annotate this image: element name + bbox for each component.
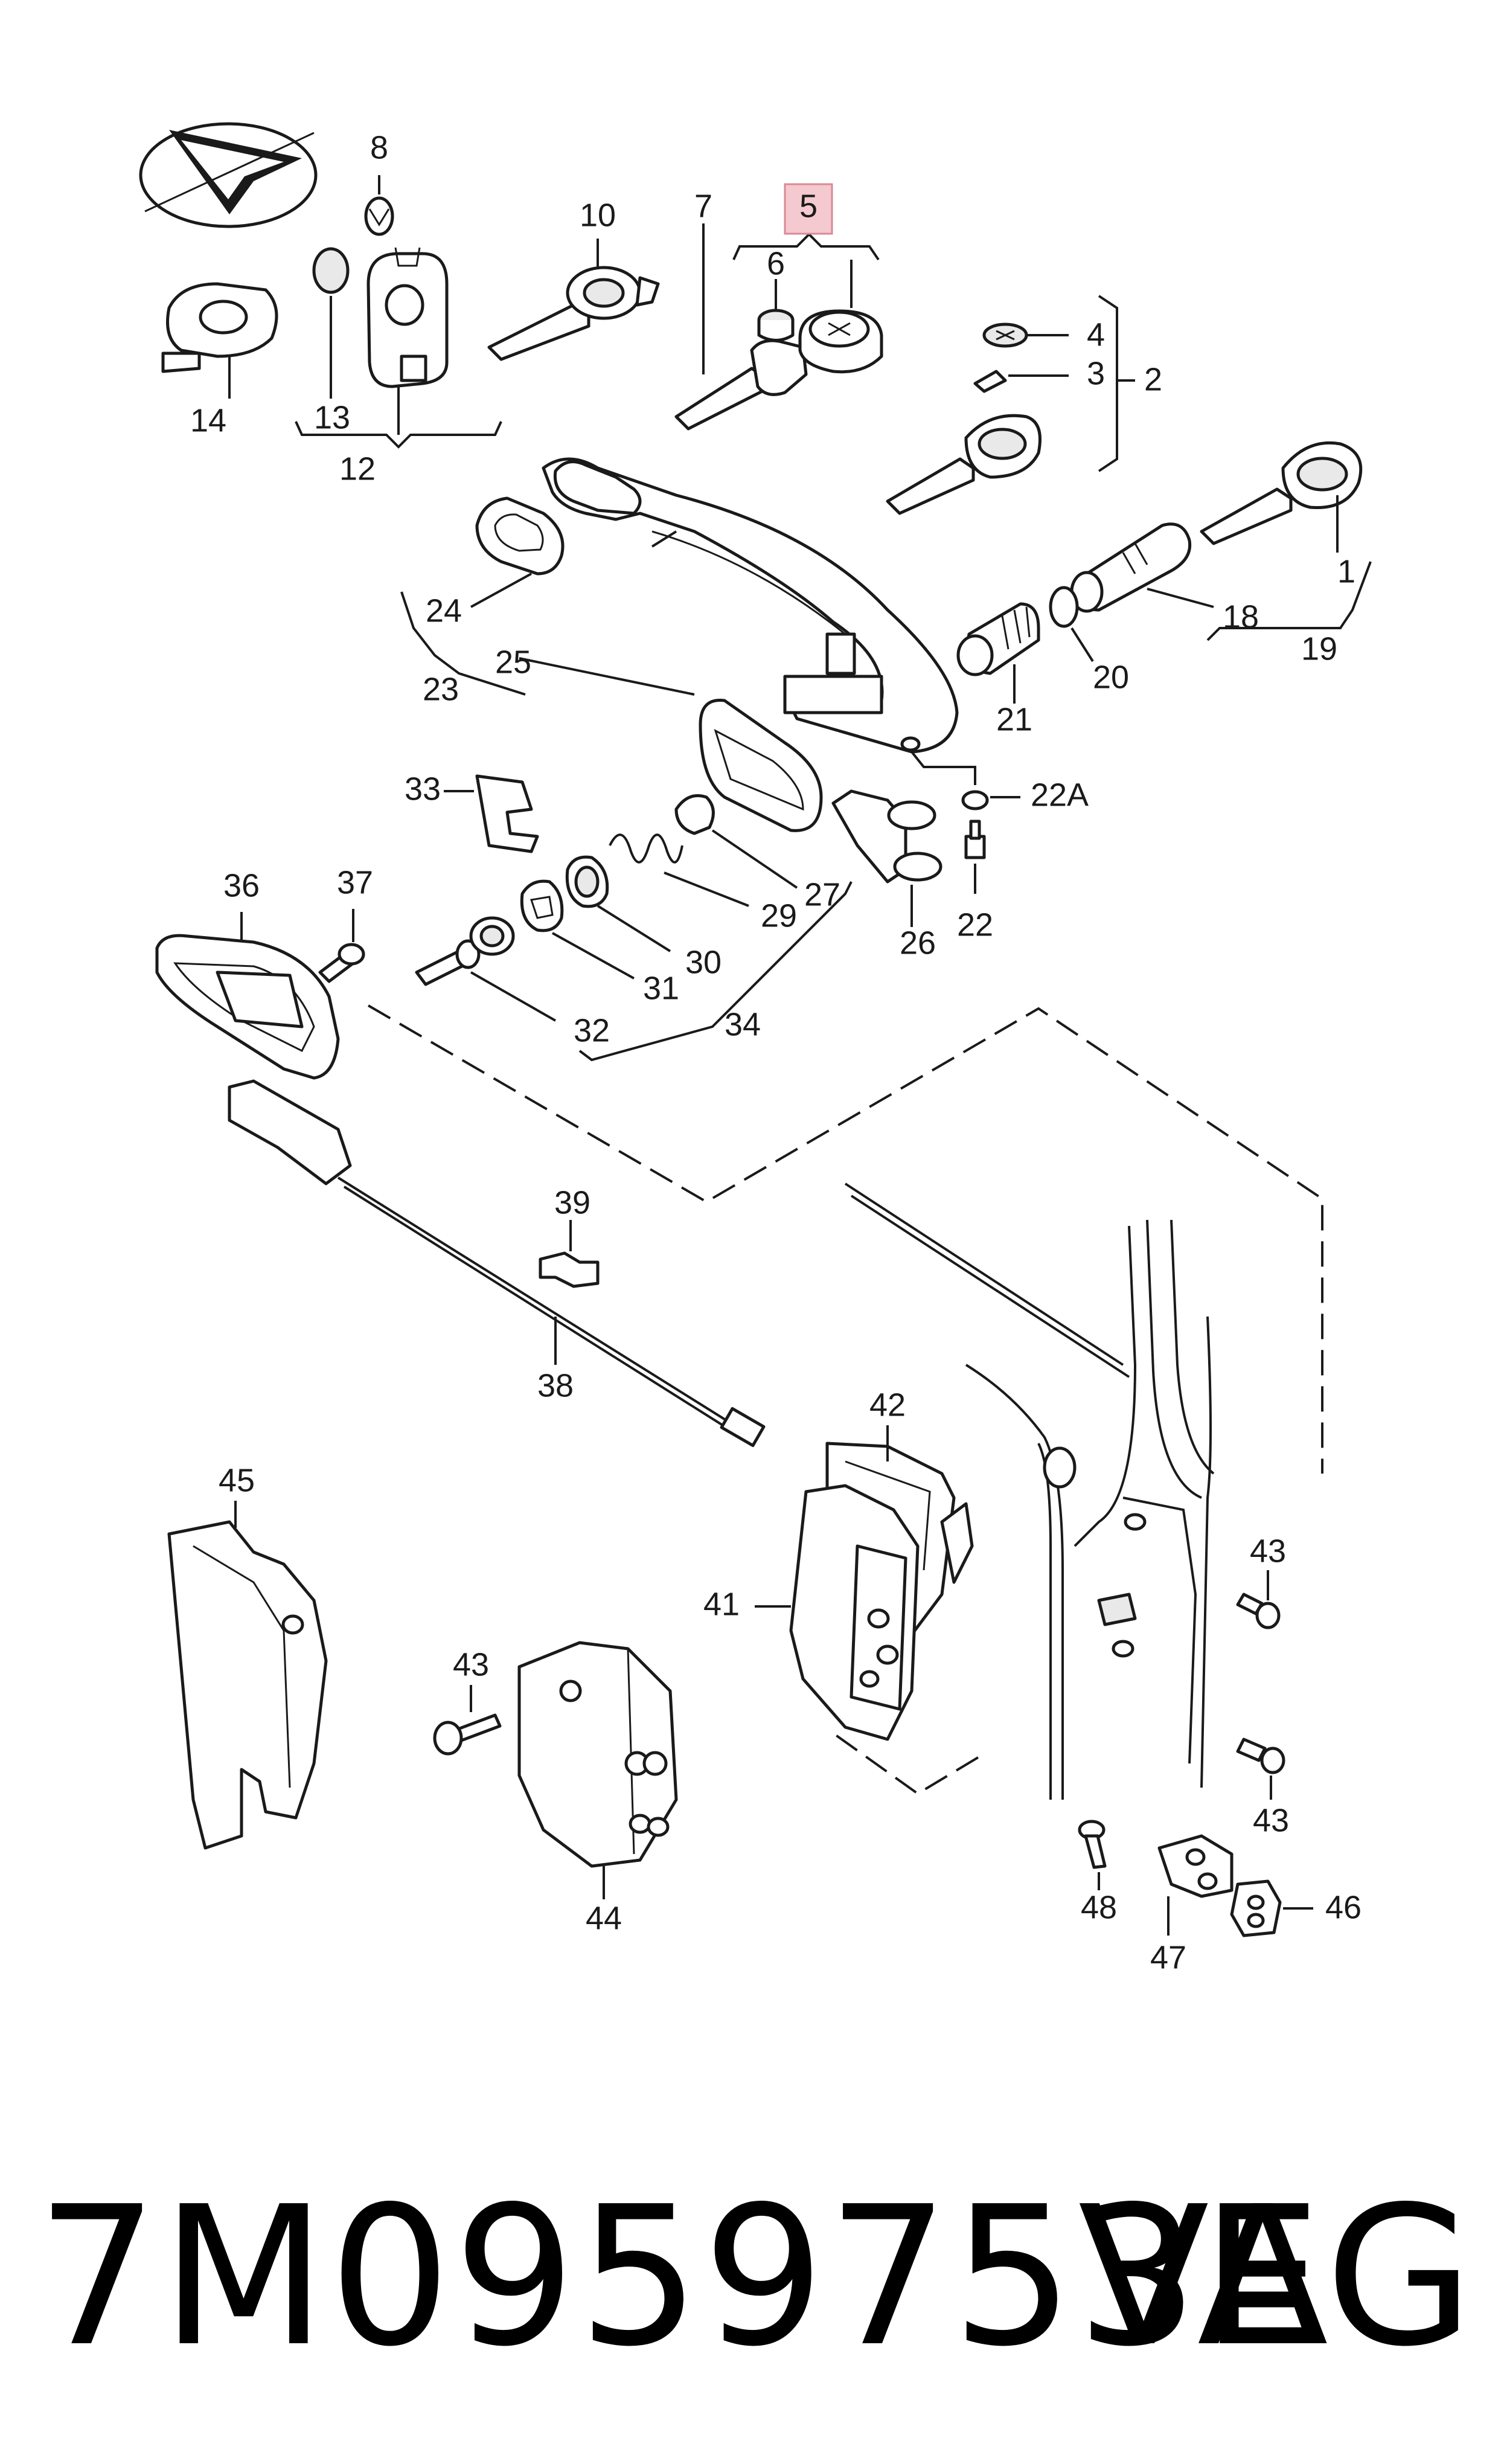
callout-22: 22 (957, 906, 993, 943)
assembly-outline-lower (832, 1732, 979, 1795)
part-46-plate (1230, 1879, 1313, 1937)
callout-7: 7 (694, 188, 712, 224)
part-44-latch (517, 1641, 678, 1899)
part-1-key (1200, 441, 1363, 553)
part-24-gasket (470, 496, 677, 608)
part-41-lock-body (755, 1484, 920, 1741)
part-31-bushing (520, 879, 635, 980)
orientation-arrow-icon (139, 122, 318, 228)
part-22a-washer (961, 790, 1020, 810)
part-30-ring (565, 855, 671, 952)
callout-43-lower-right: 43 (1253, 1802, 1289, 1838)
part-27-clip (674, 794, 798, 889)
part-32-pin (415, 916, 556, 1022)
exploded-parts-diagram: 1 2 3 4 5 6 7 8 10 12 13 14 18 19 20 21 … (139, 122, 1372, 1975)
part-33-clip (444, 774, 539, 853)
part-number: 7M0959753E (36, 2165, 1325, 2389)
highlight-box (784, 183, 833, 235)
callout-22a: 22A (1031, 777, 1089, 813)
part-25-seal (699, 699, 823, 832)
callout-30: 30 (685, 944, 722, 980)
part-20-ring (1049, 586, 1094, 663)
part-10-key (487, 239, 660, 361)
callout-44: 44 (586, 1900, 622, 1936)
part-29-spring (609, 833, 749, 907)
callout-20: 20 (1093, 659, 1129, 695)
part-6-cap (757, 279, 795, 342)
callout-23: 23 (423, 671, 459, 707)
callout-45: 45 (219, 1462, 255, 1498)
callout-21: 21 (996, 701, 1032, 737)
part-43-bolt-lower-right (1236, 1737, 1285, 1800)
part-43-bolt-left (433, 1685, 502, 1756)
part-26-lever (831, 789, 942, 927)
part-7-key-insert (674, 223, 808, 431)
callout-5: 5 (799, 188, 818, 224)
callout-43-left: 43 (453, 1646, 489, 1683)
part-22-leader (910, 751, 976, 785)
part-38-cable (228, 1079, 766, 1448)
part-34-bracket (578, 881, 853, 1062)
callout-31: 31 (643, 970, 679, 1006)
callout-4: 4 (1087, 316, 1105, 353)
callout-27: 27 (804, 876, 840, 913)
part-19-bracket (1206, 561, 1372, 641)
part-5-cylinder (732, 233, 883, 374)
callout-3: 3 (1087, 355, 1105, 391)
callout-42: 42 (869, 1387, 906, 1423)
part-2-key (886, 295, 1135, 515)
callout-33: 33 (405, 771, 441, 807)
callout-29: 29 (761, 897, 797, 934)
part-13-cap (312, 247, 350, 399)
callout-26: 26 (900, 925, 936, 961)
part-43-bolt-upper-right (1236, 1570, 1281, 1629)
footer: 7M0959753E VAG (0, 2150, 1504, 2404)
callout-41: 41 (703, 1586, 740, 1622)
callout-25: 25 (495, 644, 531, 680)
part-48-bolt (1078, 1820, 1107, 1890)
part-37-screw (318, 909, 365, 983)
part-18-barrel (1070, 522, 1214, 613)
part-14-key (161, 282, 278, 399)
callout-12: 12 (339, 451, 376, 487)
part-12-housing (295, 247, 502, 449)
part-4-cap (982, 322, 1069, 348)
part-8-emblem (364, 175, 394, 236)
callout-8: 8 (370, 129, 388, 165)
callout-43-upper-right: 43 (1250, 1533, 1286, 1569)
callout-46: 46 (1325, 1889, 1362, 1925)
callout-48: 48 (1081, 1889, 1117, 1925)
part-21-cylinder (956, 602, 1040, 704)
door-handle (542, 457, 959, 754)
callout-24: 24 (426, 592, 462, 629)
callout-18: 18 (1223, 598, 1259, 635)
callout-36: 36 (223, 867, 260, 903)
part-25-leader (519, 657, 695, 696)
callout-1: 1 (1337, 553, 1355, 589)
callout-19: 19 (1301, 630, 1337, 667)
callout-37: 37 (337, 864, 373, 900)
callout-32: 32 (574, 1012, 610, 1048)
callout-47: 47 (1150, 1939, 1186, 1975)
assembly-outline (367, 1004, 1323, 1474)
part-39-clip (539, 1220, 600, 1288)
callout-38: 38 (537, 1367, 574, 1404)
callout-10: 10 (580, 197, 616, 233)
callout-13: 13 (314, 399, 350, 435)
callout-6: 6 (767, 245, 785, 281)
part-23-bracket (400, 591, 526, 696)
brand-name: VAG (1078, 2165, 1474, 2389)
callout-14: 14 (190, 402, 226, 438)
callout-2: 2 (1144, 361, 1162, 397)
part-45-trim (167, 1501, 328, 1850)
part-3-pin (973, 370, 1069, 393)
part-22-screw (964, 820, 986, 894)
door-frame (844, 1182, 1215, 1800)
part-47-striker (1157, 1834, 1234, 1936)
callout-34: 34 (725, 1006, 761, 1042)
part-36-bezel (155, 912, 340, 1080)
callout-39: 39 (554, 1184, 590, 1221)
